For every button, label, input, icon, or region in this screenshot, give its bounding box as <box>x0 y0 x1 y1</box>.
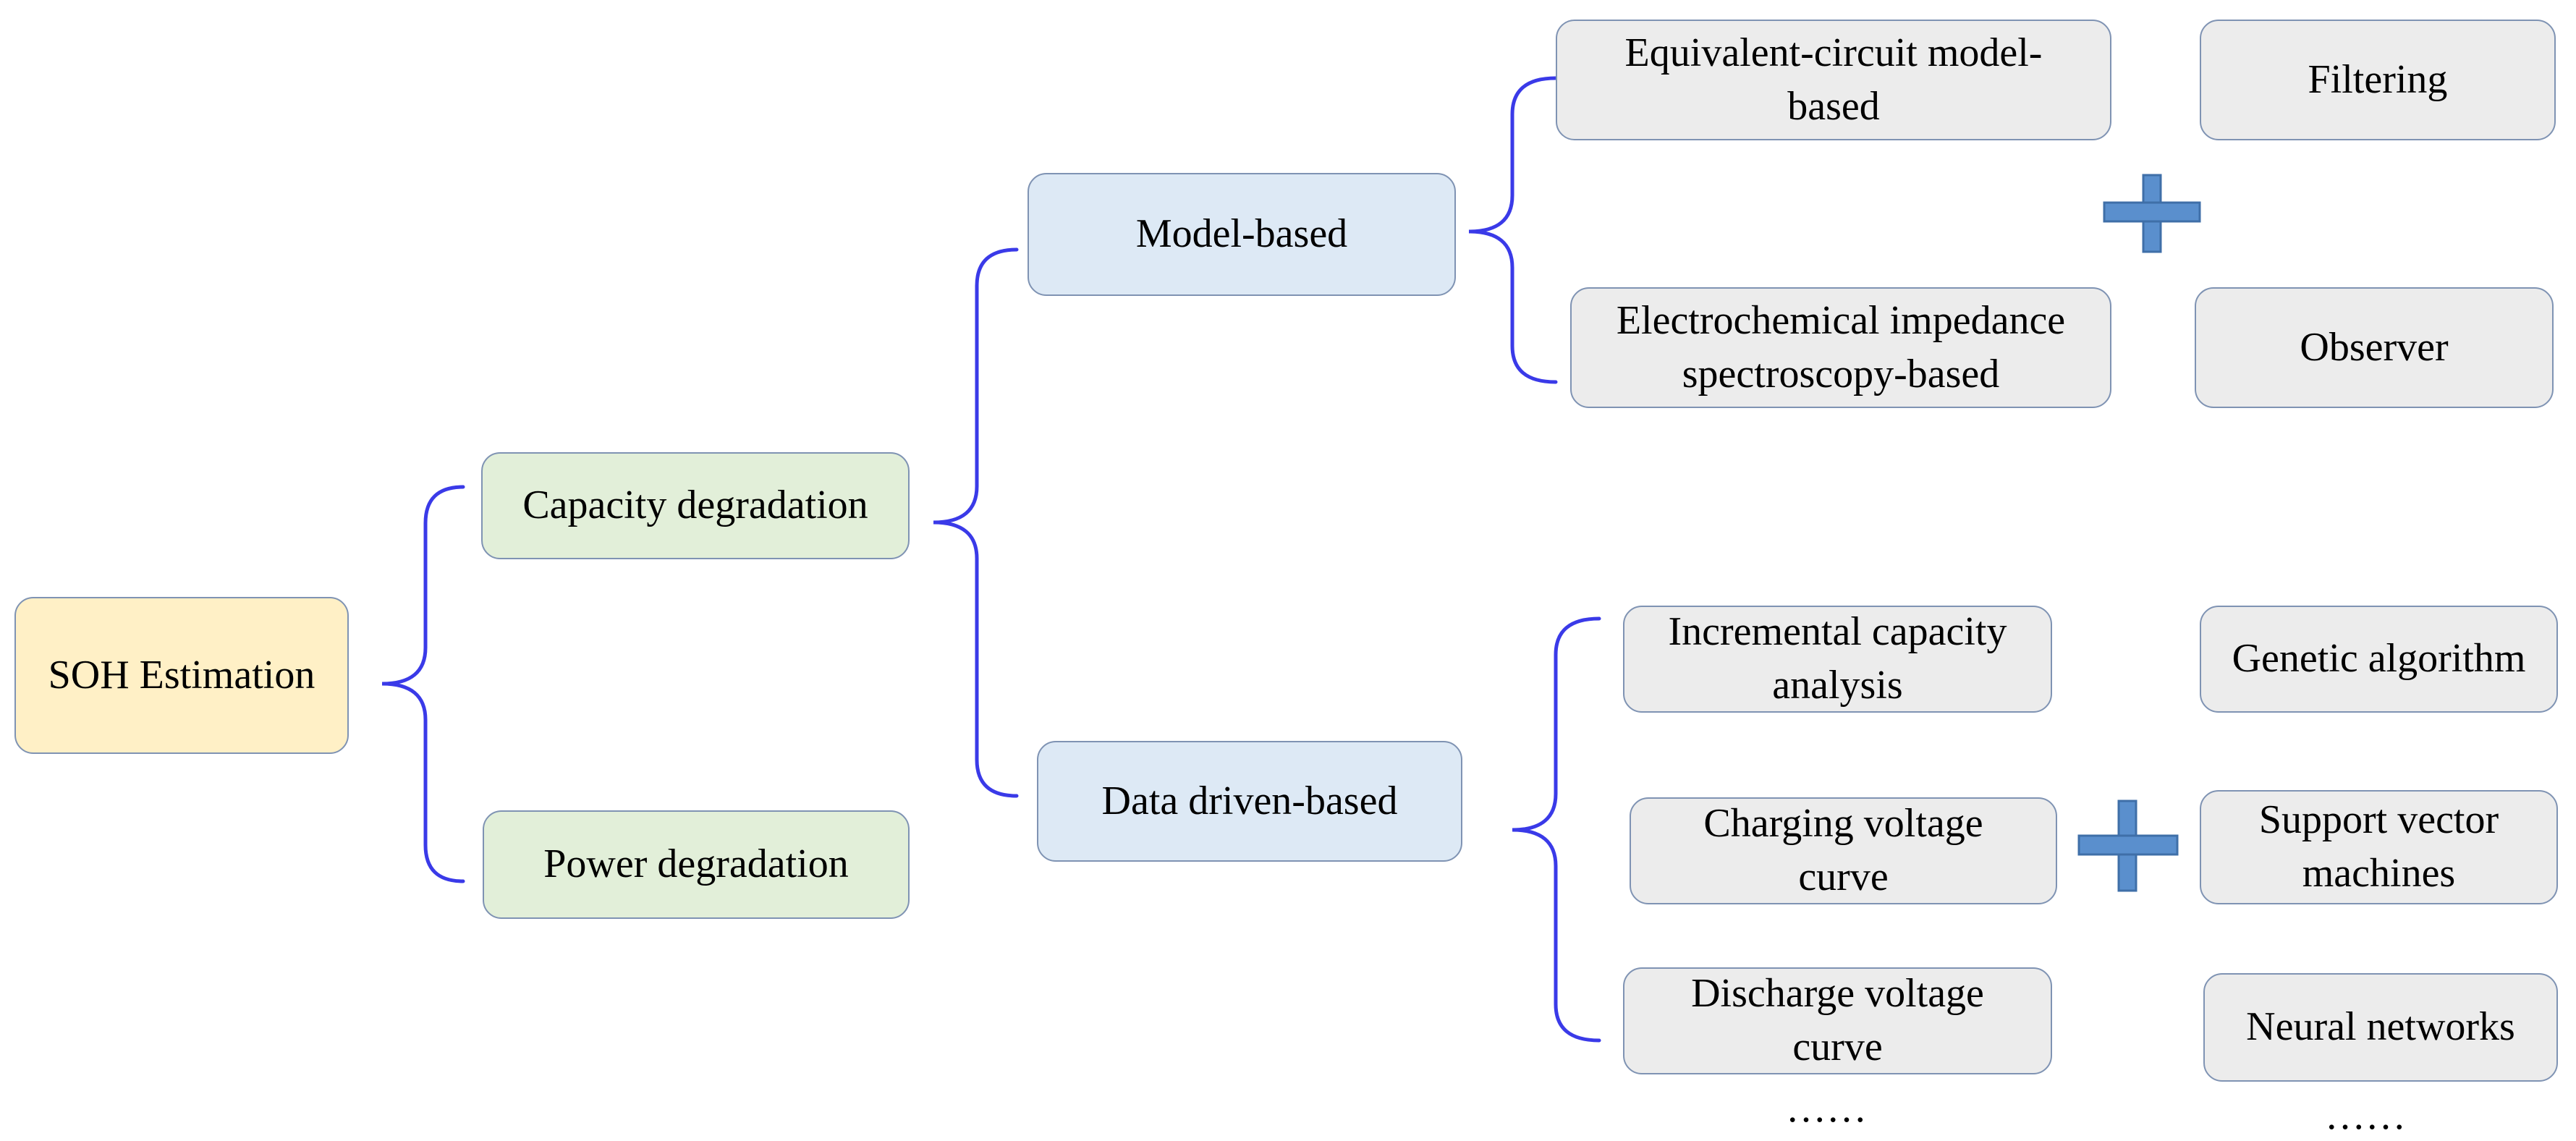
capacity-degradation-node: Capacity degradation <box>481 452 910 559</box>
power-degradation-node: Power degradation <box>483 810 910 919</box>
plus-icon <box>2103 174 2201 253</box>
filtering-node: Filtering <box>2200 20 2556 140</box>
plus-icon <box>2077 799 2179 892</box>
data-driven-brace <box>1512 616 1601 1043</box>
root-brace <box>381 485 465 883</box>
incremental-capacity-node: Incremental capacity analysis <box>1623 606 2052 713</box>
more-features-ellipsis: …… <box>1786 1086 1867 1131</box>
observer-node: Observer <box>2195 287 2554 408</box>
capacity-brace <box>933 247 1019 798</box>
genetic-algorithm-node: Genetic algorithm <box>2200 606 2558 713</box>
more-algorithms-ellipsis: …… <box>2325 1093 2406 1138</box>
data-driven-based-node: Data driven-based <box>1037 741 1462 862</box>
neural-networks-node: Neural networks <box>2203 973 2558 1082</box>
charging-voltage-node: Charging voltage curve <box>1630 797 2057 904</box>
model-based-node: Model-based <box>1028 173 1456 296</box>
model-based-brace <box>1468 76 1558 384</box>
discharge-voltage-node: Discharge voltage curve <box>1623 967 2052 1074</box>
equivalent-circuit-node: Equivalent-circuit model- based <box>1556 20 2111 140</box>
soh-estimation-node: SOH Estimation <box>14 597 349 754</box>
eis-node: Electrochemical impedance spectroscopy-b… <box>1570 287 2111 408</box>
support-vector-machines-node: Support vector machines <box>2200 790 2558 904</box>
